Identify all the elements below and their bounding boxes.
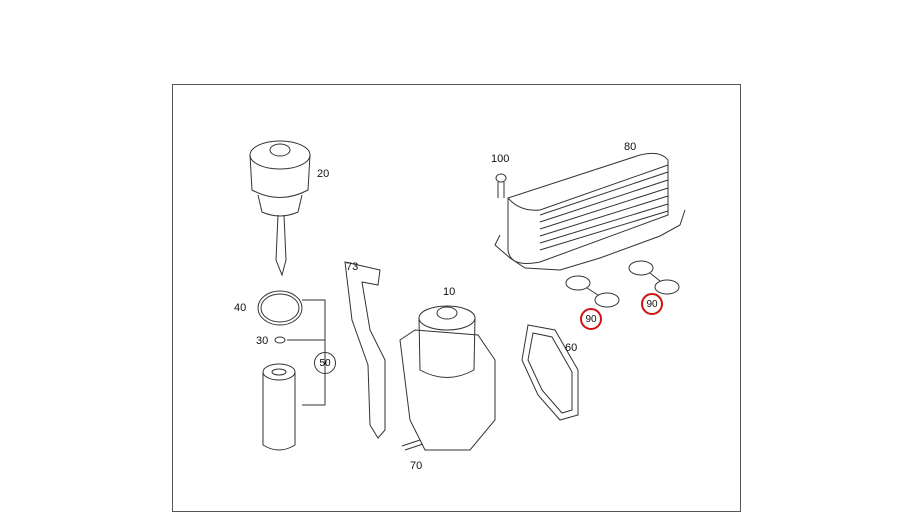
part-label-20[interactable]: 20 (317, 168, 330, 180)
oil-cooler-drawing (494, 152, 686, 271)
filter-housing-drawing (399, 305, 496, 451)
seal-90b-drawing (628, 260, 680, 295)
part-label-40[interactable]: 40 (234, 302, 247, 314)
part-label-73[interactable]: 73 (346, 261, 359, 273)
part-label-60[interactable]: 60 (565, 342, 578, 354)
filter-element-drawing (262, 363, 296, 451)
part-label-70[interactable]: 70 (410, 460, 423, 472)
bolt-drawing (401, 439, 424, 451)
seal-90a-drawing (565, 275, 620, 308)
part-label-50[interactable]: 50 (314, 352, 336, 374)
part-label-100[interactable]: 100 (491, 153, 510, 165)
gasket-drawing (521, 324, 579, 421)
part-label-80[interactable]: 80 (624, 141, 637, 153)
bracket-drawing (344, 261, 386, 439)
part-label-90-highlighted[interactable]: 90 (641, 293, 663, 315)
oil-filter-cap-drawing (249, 140, 311, 277)
bolt-100-drawing (495, 173, 507, 198)
part-label-90-highlighted[interactable]: 90 (580, 308, 602, 330)
o-ring-drawing (257, 290, 303, 326)
small-seal-drawing (274, 336, 286, 344)
part-label-30[interactable]: 30 (256, 335, 269, 347)
part-label-10[interactable]: 10 (443, 286, 456, 298)
diagram-frame (172, 84, 741, 512)
